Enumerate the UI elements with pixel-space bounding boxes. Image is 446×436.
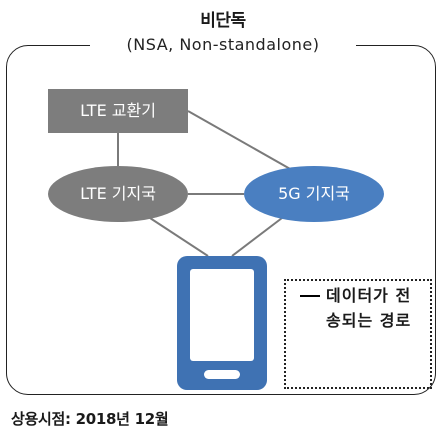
legend-label: 데이터가 전송되는 경로 [326, 286, 412, 330]
diagram-subtitle: (NSA, Non-standalone) [90, 32, 356, 58]
link-lte-base-to-phone [149, 217, 209, 257]
link-exchange-to-5g-base [187, 110, 293, 171]
commercial-launch-date: 상용시점: 2018년 12월 [11, 410, 169, 428]
lte-exchange-node: LTE 교환기 [48, 89, 188, 133]
lte-base-station-node: LTE 기지국 [48, 166, 188, 222]
phone-home-button [204, 370, 240, 379]
legend-box: 데이터가 전송되는 경로 [284, 279, 432, 389]
smartphone-icon [177, 256, 267, 390]
link-5g-base-to-phone [231, 217, 283, 257]
legend-line-icon [300, 295, 320, 297]
5g-base-station-node: 5G 기지국 [244, 166, 384, 222]
diagram-title: 비단독 [200, 11, 246, 31]
phone-screen [190, 269, 254, 361]
